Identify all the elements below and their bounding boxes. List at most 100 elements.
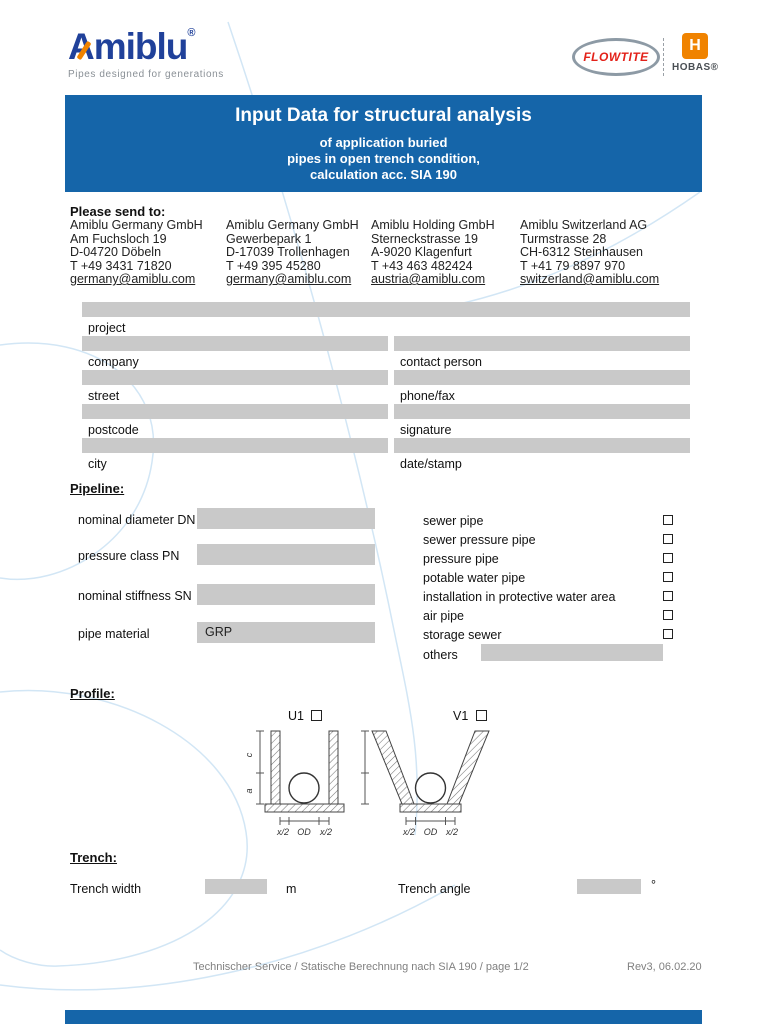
bottom-blue-bar xyxy=(65,1010,702,1024)
trench-width-label: Trench width xyxy=(70,882,142,896)
u1-pipe-circle xyxy=(288,772,320,804)
sewer-pressure-pipe-checkbox[interactable] xyxy=(663,534,673,544)
sewer-pressure-pipe-label: sewer pressure pipe xyxy=(423,533,536,547)
flowtite-logo-text: FLOWTITE xyxy=(583,50,649,64)
hobas-logo: H HOBAS® xyxy=(672,33,718,73)
u1-checkbox[interactable] xyxy=(311,710,322,721)
trench-heading: Trench: xyxy=(70,850,117,865)
pressure-class-input[interactable] xyxy=(197,544,375,565)
contact-person-input[interactable] xyxy=(394,336,690,351)
contact-phone: T +41 79 8897 970 xyxy=(520,258,626,273)
contact-email-link[interactable]: switzerland@amiblu.com xyxy=(520,272,660,286)
contact-street: Gewerbepark 1 xyxy=(226,231,312,246)
project-input[interactable] xyxy=(82,302,690,317)
v1-pipe-circle xyxy=(414,772,447,804)
potable-water-pipe-checkbox[interactable] xyxy=(663,572,673,582)
v1-trench-diagram: c a x/2 OD x/2 xyxy=(358,730,490,837)
u1-dim-a-label: a xyxy=(244,788,254,793)
contact-city: D-04720 Döbeln xyxy=(70,245,162,259)
city-input[interactable] xyxy=(82,438,388,453)
contact-email-link[interactable]: austria@amiblu.com xyxy=(371,272,486,286)
u1-x2-left-label: x/2 xyxy=(276,827,289,837)
date-stamp-label: date/stamp xyxy=(400,457,462,471)
v1-dim-a-label: a xyxy=(358,788,360,793)
page-subtitle-line1: of application buried xyxy=(319,135,448,150)
air-pipe-checkbox[interactable] xyxy=(663,610,673,620)
footer-center-text: Technischer Service / Statische Berechnu… xyxy=(193,961,529,973)
flowtite-logo: FLOWTITE xyxy=(572,38,660,76)
contact-column-austria: Amiblu Holding GmbH Sterneckstrasse 19 A… xyxy=(371,218,495,287)
contact-person-label: contact person xyxy=(400,355,482,369)
contact-phone: T +49 3431 71820 xyxy=(70,258,172,273)
nominal-stiffness-input[interactable] xyxy=(197,584,375,605)
trench-width-unit: m xyxy=(286,882,297,896)
protective-water-area-checkbox[interactable] xyxy=(663,591,673,601)
project-label: project xyxy=(88,321,126,335)
v1-left-wall xyxy=(371,730,415,805)
nominal-diameter-label: nominal diameter DN xyxy=(78,513,196,527)
trench-angle-input[interactable] xyxy=(577,879,641,894)
page-subtitle-line3: calculation acc. SIA 190 xyxy=(310,167,457,182)
amiblu-wordmark: Amiblu® xyxy=(68,27,224,66)
pressure-pipe-checkbox[interactable] xyxy=(663,553,673,563)
trench-angle-unit: ° xyxy=(651,878,656,892)
hobas-logo-text: HOBAS® xyxy=(672,62,719,73)
send-to-heading: Please send to: xyxy=(70,204,166,219)
trench-width-input[interactable] xyxy=(205,879,267,894)
footer-revision-text: Rev3, 06.02.20 xyxy=(627,961,702,973)
phone-fax-input[interactable] xyxy=(394,370,690,385)
contact-column-germany-trollenhagen: Amiblu Germany GmbH Gewerbepark 1 D-1703… xyxy=(226,218,359,287)
air-pipe-label: air pipe xyxy=(423,609,464,623)
pipe-material-input[interactable]: GRP xyxy=(197,622,375,643)
nominal-stiffness-label: nominal stiffness SN xyxy=(78,589,192,603)
storage-sewer-label: storage sewer xyxy=(423,628,502,642)
u1-trench-diagram: c a x/2 OD x/2 xyxy=(244,730,345,837)
sewer-pipe-checkbox[interactable] xyxy=(663,515,673,525)
contact-city: D-17039 Trollenhagen xyxy=(226,245,350,259)
storage-sewer-checkbox[interactable] xyxy=(663,629,673,639)
pressure-pipe-label: pressure pipe xyxy=(423,552,499,566)
profile-heading: Profile: xyxy=(70,686,115,701)
v1-right-wall xyxy=(446,730,490,805)
postcode-input[interactable] xyxy=(82,404,388,419)
nominal-diameter-input[interactable] xyxy=(197,508,375,529)
street-input[interactable] xyxy=(82,370,388,385)
signature-label: signature xyxy=(400,423,452,437)
contact-email-link[interactable]: germany@amiblu.com xyxy=(70,272,196,286)
v1-checkbox[interactable] xyxy=(476,710,487,721)
signature-input[interactable] xyxy=(394,404,690,419)
others-input[interactable] xyxy=(481,644,663,661)
hobas-h-icon: H xyxy=(682,33,708,59)
contact-name: Amiblu Germany GmbH xyxy=(226,218,359,232)
contact-city: CH-6312 Steinhausen xyxy=(520,245,643,259)
trench-angle-label: Trench angle xyxy=(398,882,471,896)
contact-column-switzerland: Amiblu Switzerland AG Turmstrasse 28 CH-… xyxy=(520,218,660,287)
u1-label: U1 xyxy=(288,709,304,723)
contact-phone: T +43 463 482424 xyxy=(371,258,473,273)
v1-x2-right-label: x/2 xyxy=(445,827,458,837)
u1-right-wall xyxy=(328,730,339,805)
v1-bedding xyxy=(399,803,462,813)
v1-x2-left-label: x/2 xyxy=(402,827,415,837)
contact-street: Am Fuchsloch 19 xyxy=(70,231,167,246)
potable-water-pipe-label: potable water pipe xyxy=(423,571,526,585)
amiblu-logo: Amiblu® Pipes designed for generations xyxy=(68,27,224,81)
contact-email-link[interactable]: germany@amiblu.com xyxy=(226,272,352,286)
contact-name: Amiblu Holding GmbH xyxy=(371,218,495,232)
date-stamp-input[interactable] xyxy=(394,438,690,453)
pipe-material-label: pipe material xyxy=(78,627,150,641)
u1-bedding xyxy=(264,803,345,813)
contact-phone: T +49 395 45280 xyxy=(226,258,321,273)
v1-od-label: OD xyxy=(424,827,438,837)
amiblu-registered-mark: ® xyxy=(187,27,195,39)
u1-od-label: OD xyxy=(297,827,311,837)
title-banner: Input Data for structural analysis of ap… xyxy=(65,95,702,192)
contact-street: Turmstrasse 28 xyxy=(520,231,607,246)
page-title: Input Data for structural analysis xyxy=(235,105,532,126)
contact-name: Amiblu Germany GmbH xyxy=(70,218,203,232)
sewer-pipe-label: sewer pipe xyxy=(423,514,484,528)
company-input[interactable] xyxy=(82,336,388,351)
u1-x2-right-label: x/2 xyxy=(319,827,332,837)
u1-left-wall xyxy=(270,730,281,805)
